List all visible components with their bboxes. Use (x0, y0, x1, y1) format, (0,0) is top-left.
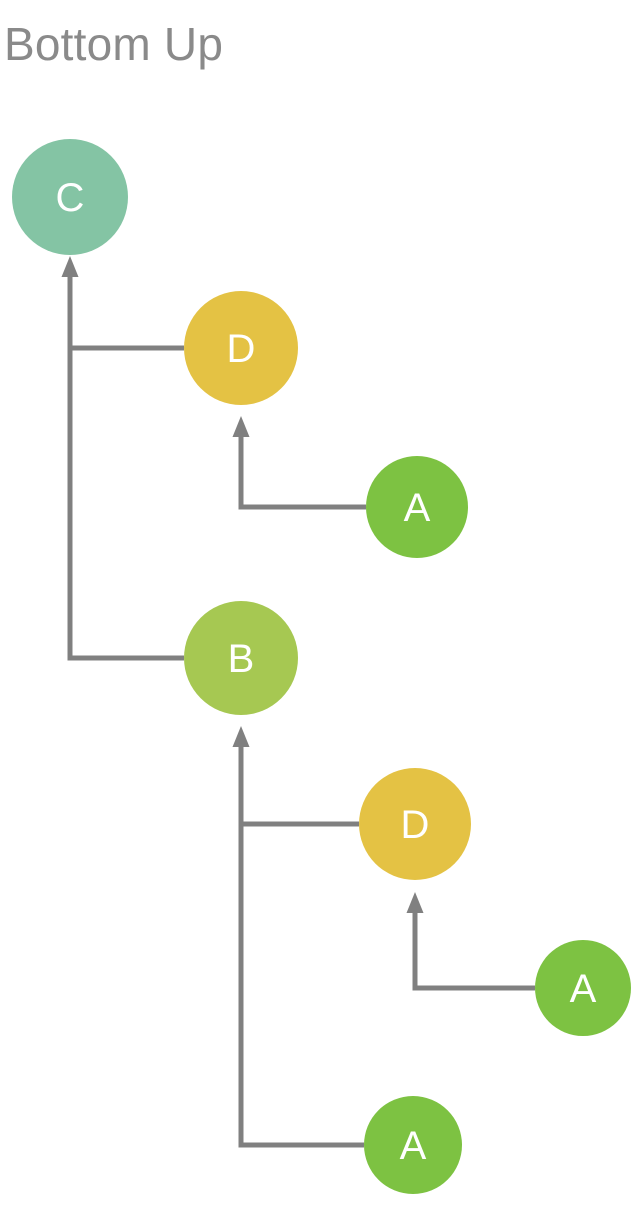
node-a[interactable]: A (364, 1096, 462, 1194)
edge-a2-to-d2 (406, 892, 535, 991)
edge-b-to-c (67, 266, 184, 661)
edge-a3-to-b (232, 726, 364, 1148)
arrowhead-icon (232, 726, 250, 747)
node-circle[interactable] (184, 291, 298, 405)
node-b[interactable]: B (184, 601, 298, 715)
node-d[interactable]: D (359, 768, 471, 880)
node-label: C (56, 176, 85, 220)
edge-a1-to-d1 (232, 416, 366, 510)
node-circle[interactable] (535, 940, 631, 1036)
node-a[interactable]: A (366, 456, 468, 558)
node-circle[interactable] (359, 768, 471, 880)
node-label: B (228, 637, 255, 681)
node-circle[interactable] (364, 1096, 462, 1194)
node-label: D (227, 327, 256, 371)
node-d[interactable]: D (184, 291, 298, 405)
node-circle[interactable] (184, 601, 298, 715)
edge-layer (61, 256, 535, 1148)
page-title: Bottom Up (4, 18, 223, 70)
arrowhead-icon (232, 416, 250, 437)
node-layer: C D A B D A A (12, 139, 631, 1194)
node-label: A (570, 967, 597, 1011)
node-a[interactable]: A (535, 940, 631, 1036)
node-label: A (404, 486, 431, 530)
node-c[interactable]: C (12, 139, 128, 255)
node-label: D (401, 803, 430, 847)
arrowhead-icon (406, 892, 424, 913)
node-circle[interactable] (366, 456, 468, 558)
node-label: A (400, 1124, 427, 1168)
node-circle[interactable] (12, 139, 128, 255)
